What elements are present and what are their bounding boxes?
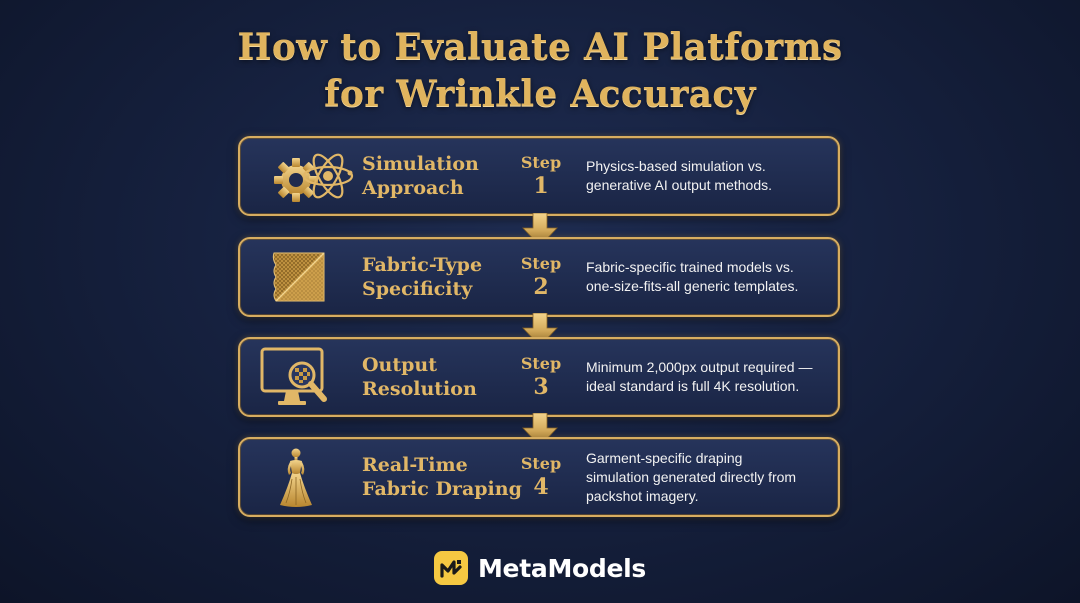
- fabric-swatch-icon: [262, 247, 362, 309]
- metamodels-logo-icon: [433, 551, 468, 585]
- step-3-description: Minimum 2,000px output required — ideal …: [586, 359, 813, 394]
- step-card-2: Fabric-Type Specificity Step 2 Fabric-sp…: [238, 237, 840, 317]
- gear-atom-icon: [262, 146, 362, 208]
- step-card-1: Simulation Approach Step 1 Physics-based…: [238, 136, 840, 216]
- page-title: How to Evaluate AI Platforms for Wrinkle…: [0, 24, 1080, 118]
- step-3-badge: Step 3: [520, 354, 562, 400]
- step-4-description: Garment-specific draping simulation gene…: [586, 449, 797, 504]
- brand-name: MetaModels: [477, 553, 646, 583]
- monitor-magnifier-icon: [260, 347, 362, 409]
- dress-figure-icon: [262, 447, 362, 509]
- step-1-description: Physics-based simulation vs. generative …: [586, 158, 773, 193]
- step-3-title: Output Resolution: [362, 354, 477, 400]
- step-card-4: Real-Time Fabric Draping Step 4 Garment-…: [238, 437, 840, 517]
- step-card-3: Output Resolution Step 3 Minimum 2,000px…: [238, 337, 840, 417]
- step-4-title: Real-Time Fabric Draping: [362, 454, 522, 500]
- step-1-title: Simulation Approach: [362, 153, 479, 199]
- step-2-badge: Step 2: [520, 254, 562, 300]
- title-line-2: for Wrinkle Accuracy: [324, 73, 756, 115]
- title-line-1: How to Evaluate AI Platforms: [237, 26, 843, 68]
- brand-footer: MetaModels: [0, 550, 1080, 586]
- step-4-badge: Step 4: [520, 454, 562, 500]
- step-1-badge: Step 1: [520, 153, 562, 199]
- step-2-description: Fabric-specific trained models vs. one-s…: [586, 259, 799, 294]
- step-2-title: Fabric-Type Specificity: [362, 254, 483, 300]
